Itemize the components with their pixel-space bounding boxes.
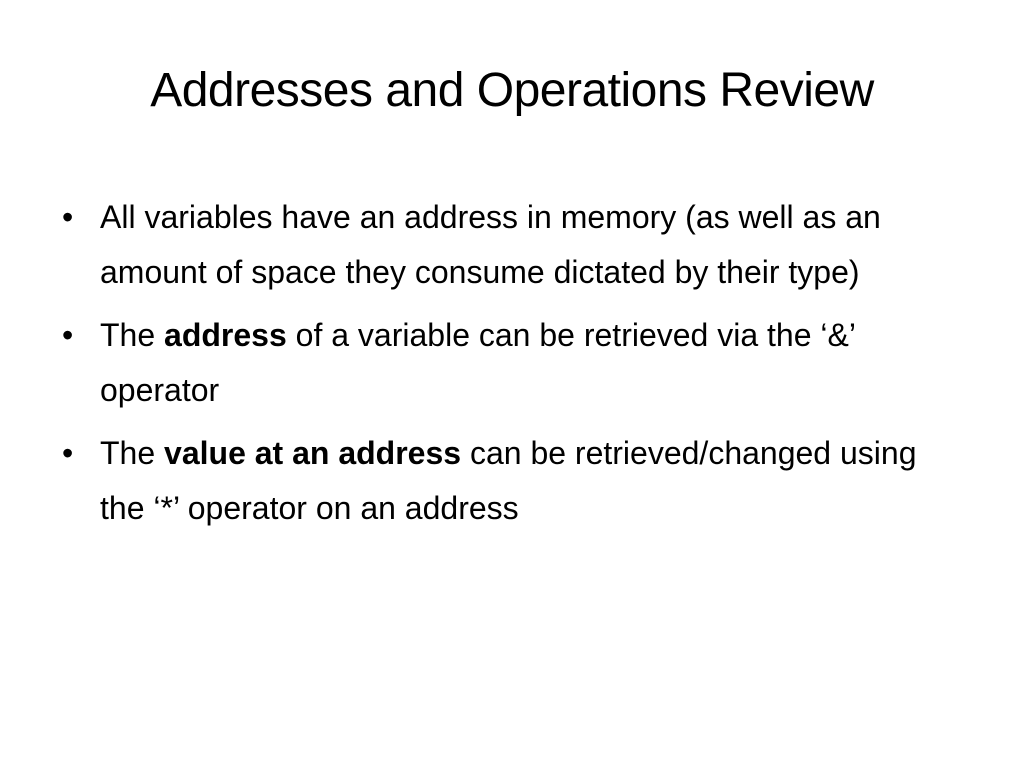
bullet-text-prefix: The — [100, 317, 165, 353]
bullet-bold-term: address — [164, 317, 287, 353]
bullet-icon: • — [62, 317, 74, 353]
bullet-text-prefix: The — [100, 435, 165, 471]
bullet-icon: • — [62, 199, 74, 235]
bullet-text-suffix: of a variable can be retrieved via the ‘… — [100, 317, 855, 408]
bullet-item-address-operator: • The address of a variable can be retri… — [62, 308, 962, 418]
bullet-bold-term: value at an address — [164, 435, 462, 471]
bullet-item-variables-address: • All variables have an address in memor… — [62, 190, 962, 300]
bullet-text-suffix: can be retrieved/changed using the ‘*’ o… — [100, 435, 917, 526]
bullet-text: All variables have an address in memory … — [100, 199, 881, 290]
bullet-item-dereference-operator: • The value at an address can be retriev… — [62, 426, 962, 536]
slide-title: Addresses and Operations Review — [150, 64, 874, 117]
bullet-list: • All variables have an address in memor… — [62, 190, 962, 544]
bullet-icon: • — [62, 435, 74, 471]
